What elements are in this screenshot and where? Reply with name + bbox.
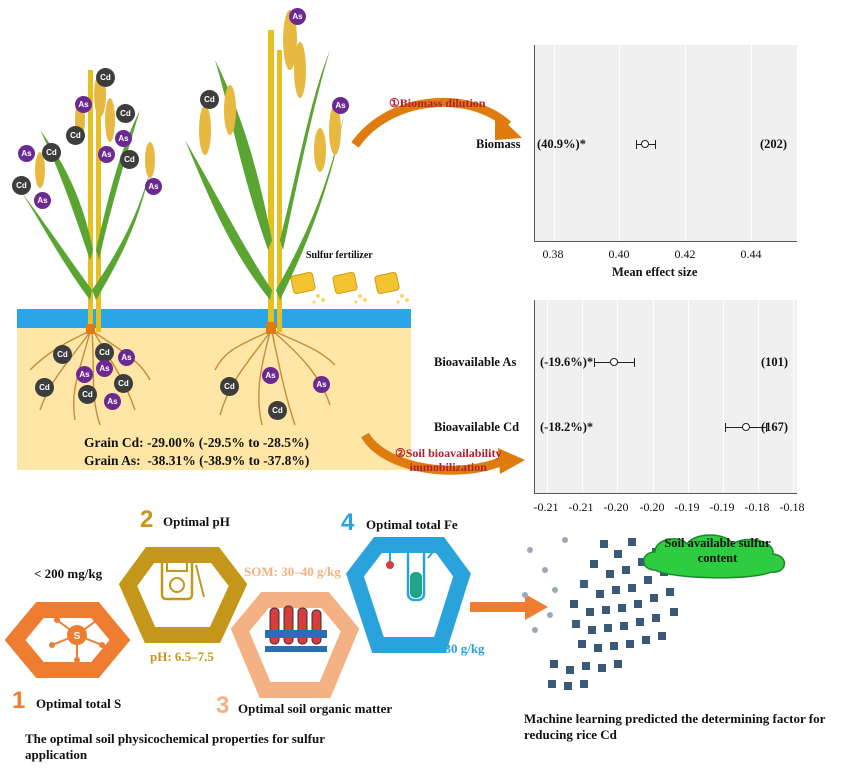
as-particle: As	[289, 8, 306, 25]
fertilizer-bags-icon	[290, 271, 409, 304]
cd-particle: Cd	[220, 377, 239, 396]
ph-meter-icon	[160, 549, 205, 601]
error-bar-cap	[655, 140, 657, 149]
biomass-right-text: (202)	[760, 137, 788, 151]
biomass-plot-area	[534, 45, 797, 242]
step-3-title: Optimal soil organic matter	[238, 701, 393, 716]
rice-plants	[20, 10, 345, 426]
effect-size-point	[610, 358, 619, 366]
bottom-caption: The optimal soil physicochemical propert…	[25, 731, 325, 762]
as-particle: As	[98, 146, 115, 163]
tick-label: 0.42	[674, 247, 696, 261]
svg-text:S: S	[74, 631, 81, 642]
step-3-value: SOM: 30–40 g/kg	[244, 564, 341, 579]
cd-particle: Cd	[66, 126, 85, 145]
cd-particle: Cd	[200, 90, 219, 109]
test-tubes-icon	[265, 605, 327, 652]
step-2-value: pH: 6.5–7.5	[150, 649, 214, 664]
arrow-to-ml	[470, 594, 548, 620]
as-particle: As	[262, 367, 279, 384]
water-layer	[17, 309, 411, 328]
cd-particle: Cd	[53, 345, 72, 364]
as-particle: As	[313, 376, 330, 393]
as-particle: As	[18, 145, 35, 162]
ph-icon-text: pH	[166, 548, 181, 560]
beaker-icon	[386, 543, 437, 602]
cd-particle: Cd	[35, 378, 54, 397]
bioavailable-as-right: (101)	[761, 355, 789, 369]
step-4-value: Total Fe: 20–30 g/kg	[372, 641, 485, 656]
grain-as-stat: Grain As: -38.31% (-38.9% to -37.8%)	[84, 453, 310, 468]
as-particle: As	[145, 178, 162, 195]
error-bar-cap	[635, 140, 637, 149]
ml-head-icon	[522, 537, 678, 690]
tick-label: -0.18	[744, 500, 770, 514]
grain-cd-stat: Grain Cd: -29.00% (-29.5% to -28.5%)	[84, 435, 309, 450]
x-axis-label: Mean effect size	[612, 265, 698, 279]
step-1-number: 1	[12, 687, 26, 714]
as-particle: As	[332, 97, 349, 114]
cd-particle: Cd	[268, 401, 287, 420]
step-2-title: Optimal pH	[163, 514, 230, 529]
soil-immobilization-line1: ②Soil bioavailability	[395, 446, 502, 460]
cd-particle: Cd	[96, 68, 115, 87]
fertilizer-label: Sulfur fertilizer	[306, 250, 373, 261]
green-cloud-icon	[643, 534, 786, 579]
effect-size-point	[641, 140, 650, 148]
effect-size-point	[741, 423, 750, 431]
tick-label: 0.44	[740, 247, 762, 261]
tick-label: 0.38	[542, 247, 564, 261]
cd-particle: Cd	[12, 176, 31, 195]
step-4-title: Optimal total Fe	[366, 517, 458, 532]
error-bar-cap	[766, 423, 768, 432]
biomass-left-text: (40.9%)*	[537, 137, 586, 151]
tick-label: 0.40	[608, 247, 630, 261]
bioavailable-cd-right: (167)	[761, 420, 789, 434]
hexagon-chain	[4, 537, 471, 698]
cd-particle: Cd	[116, 104, 135, 123]
biomass-row-label: Biomass	[476, 137, 521, 151]
cd-particle: Cd	[114, 374, 133, 393]
error-bar-cap	[593, 358, 595, 367]
ml-caption: Machine learning predicted the determini…	[524, 711, 826, 742]
tick-label: -0.21	[533, 500, 559, 514]
soil-immobilization-annotation: ②Soil bioavailability immobilization	[395, 446, 501, 474]
curved-arrows	[351, 97, 525, 475]
bioavailable-as-label: Bioavailable As	[434, 355, 517, 369]
step-4-number: 4	[341, 509, 355, 536]
tick-label: -0.20	[639, 500, 665, 514]
tick-label: -0.20	[603, 500, 629, 514]
error-bar-cap	[724, 423, 726, 432]
cd-particle: Cd	[120, 150, 139, 169]
sulfur-molecule-icon: S	[49, 617, 105, 663]
step-3-number: 3	[216, 692, 230, 719]
cloud-text: Soil available sulfur content	[664, 536, 771, 565]
as-particle: As	[76, 366, 93, 383]
bioavailable-plot-area	[534, 300, 797, 494]
bioavailable-as-left: (-19.6%)*	[540, 355, 594, 369]
cd-particle: Cd	[78, 385, 97, 404]
as-particle: As	[104, 393, 121, 410]
step-1-title: Optimal total S	[36, 696, 122, 711]
biomass-dilution-annotation: ①Biomass dilution	[389, 96, 486, 110]
cd-particle: Cd	[95, 343, 114, 362]
soil-immobilization-line2: immobilization	[409, 460, 487, 474]
as-particle: As	[118, 349, 135, 366]
cd-particle: Cd	[42, 143, 61, 162]
tick-label: -0.18	[779, 500, 805, 514]
bioavailable-cd-left: (-18.2%)*	[540, 420, 594, 434]
as-particle: As	[75, 96, 92, 113]
tick-label: -0.19	[674, 500, 700, 514]
bioavailable-cd-label: Bioavailable Cd	[434, 420, 520, 434]
error-bar-cap	[633, 358, 635, 367]
as-particle: As	[34, 192, 51, 209]
tick-label: -0.21	[568, 500, 594, 514]
tick-label: -0.19	[709, 500, 735, 514]
plant-illustration: Cd As Cd As Cd As Cd As Cd Cd As As As C…	[0, 0, 440, 470]
as-particle: As	[96, 360, 113, 377]
as-particle: As	[115, 130, 132, 147]
step-1-value: < 200 mg/kg	[34, 566, 103, 581]
step-2-number: 2	[140, 506, 154, 533]
